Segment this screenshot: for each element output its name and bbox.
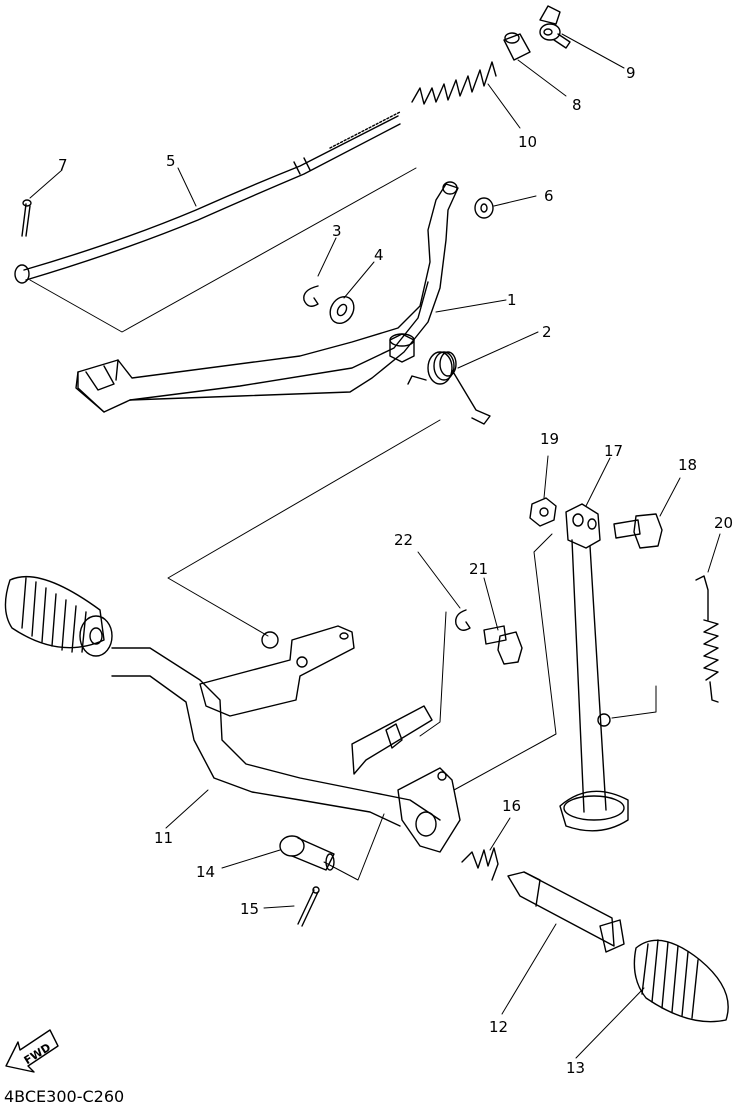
callout-3: 3	[332, 222, 342, 240]
spring-16[interactable]	[461, 847, 499, 881]
rod-spring[interactable]	[411, 61, 497, 105]
stand-spring[interactable]	[695, 575, 719, 703]
leader-lines	[29, 33, 721, 1059]
callout-18: 18	[678, 456, 697, 474]
callout-20: 20	[714, 514, 733, 532]
left-footrest-rubber[interactable]	[4, 575, 105, 653]
callout-17: 17	[604, 442, 623, 460]
assembly-lines	[29, 167, 657, 881]
callout-22: 22	[394, 531, 413, 549]
callout-2: 2	[542, 323, 552, 341]
brake-pedal[interactable]	[75, 181, 459, 413]
bolt-21[interactable]	[483, 625, 523, 665]
nut-19[interactable]	[529, 497, 557, 527]
cotter-pin-7[interactable]	[21, 199, 32, 237]
callout-13: 13	[566, 1059, 585, 1077]
stand-bracket[interactable]	[351, 705, 461, 853]
washer-4[interactable]	[325, 292, 358, 327]
circlip-22[interactable]	[455, 609, 471, 631]
callout-10: 10	[518, 133, 537, 151]
callout-8: 8	[572, 96, 582, 114]
return-spring[interactable]	[407, 351, 491, 425]
callout-21: 21	[469, 560, 488, 578]
callout-16: 16	[502, 797, 521, 815]
right-footrest-rubber[interactable]	[633, 939, 729, 1023]
callout-labels: 1 2 3 4 5 6 7 8 9 10 11 12 13 14 15 16 1…	[58, 64, 733, 1077]
bracket-plate[interactable]	[199, 625, 355, 717]
bolt-18[interactable]	[613, 513, 663, 549]
fwd-arrow-icon: FWD	[5, 1029, 59, 1073]
callout-6: 6	[544, 187, 554, 205]
circlip-3[interactable]	[303, 285, 319, 307]
rod-joint[interactable]	[503, 32, 531, 61]
callout-19: 19	[540, 430, 559, 448]
callout-12: 12	[489, 1018, 508, 1036]
footrest-bar[interactable]	[79, 615, 441, 827]
callout-9: 9	[626, 64, 636, 82]
washer-6[interactable]	[474, 197, 494, 219]
cotter-pin-15[interactable]	[297, 886, 320, 927]
callout-4: 4	[374, 246, 384, 264]
callout-1: 1	[507, 291, 517, 309]
diagram-code: 4BCE300-C260	[4, 1087, 124, 1106]
callout-5: 5	[166, 152, 176, 170]
callout-11: 11	[154, 829, 173, 847]
callout-7: 7	[58, 156, 68, 174]
pin-14[interactable]	[279, 835, 335, 871]
brake-rod[interactable]	[14, 111, 401, 284]
wing-nut[interactable]	[539, 5, 571, 49]
side-stand[interactable]	[559, 503, 629, 832]
callout-15: 15	[240, 900, 259, 918]
callout-14: 14	[196, 863, 215, 881]
right-footrest-shaft[interactable]	[507, 871, 625, 953]
